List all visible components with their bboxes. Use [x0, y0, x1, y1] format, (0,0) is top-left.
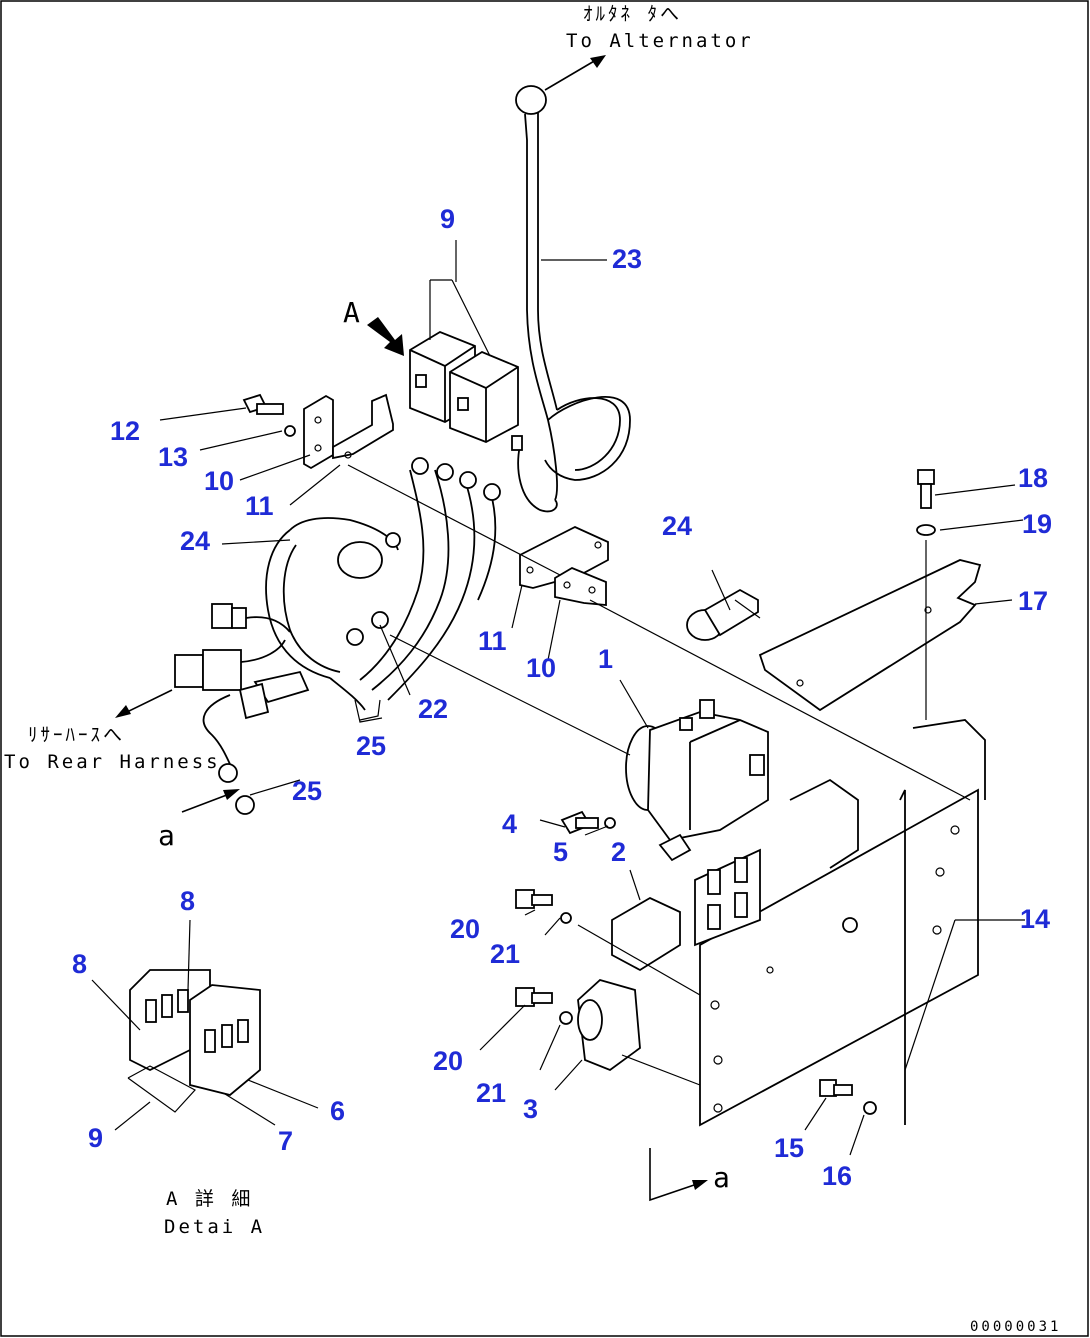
bolt-15-16: [819, 1079, 877, 1115]
battery-relay: [625, 699, 769, 862]
view-label-a-lower-right: a: [713, 1161, 730, 1194]
leader-lines: [91, 240, 1025, 1156]
callout-9-detail: 9: [88, 1123, 103, 1153]
callout-15: 15: [774, 1133, 804, 1163]
arrow-view-a-lower-right: [649, 1148, 708, 1202]
callout-19: 19: [1022, 509, 1052, 539]
bolt-20-21-upper: [515, 889, 572, 924]
view-label-a-lower-left: a: [158, 819, 175, 852]
cover-plate: [758, 559, 982, 712]
component-3: [577, 978, 641, 1072]
callout-24-left: 24: [180, 526, 210, 556]
bolt-4-5: [560, 810, 616, 835]
callout-25-lower: 25: [292, 776, 322, 806]
relay-block: [409, 279, 519, 443]
caption-detail-en: Detai A: [164, 1216, 265, 1238]
callout-7: 7: [278, 1126, 293, 1156]
alternator-cable: [511, 85, 631, 513]
callout-10-upper: 10: [204, 466, 234, 496]
detail-a-relays: [127, 969, 261, 1113]
callout-18: 18: [1018, 463, 1048, 493]
callout-10-lower: 10: [526, 653, 556, 683]
callout-6: 6: [330, 1096, 345, 1126]
arrow-view-a: [367, 317, 404, 356]
callout-21-upper: 21: [490, 939, 520, 969]
callout-4: 4: [502, 809, 517, 839]
callout-3: 3: [523, 1094, 538, 1124]
arrow-view-a-lower-left: [181, 789, 240, 813]
callout-8-left: 8: [72, 949, 87, 979]
callout-14: 14: [1020, 904, 1050, 934]
callout-1: 1: [598, 644, 613, 674]
callout-17: 17: [1018, 586, 1048, 616]
bolt-washer-top: [916, 469, 936, 720]
callout-12: 12: [110, 416, 140, 446]
callout-20-upper: 20: [450, 914, 480, 944]
callout-25-upper: 25: [356, 731, 386, 761]
callout-13: 13: [158, 442, 188, 472]
callout-22: 22: [418, 694, 448, 724]
caption-rear-harness-en: To Rear Harness: [4, 751, 221, 773]
arrow-to-alternator: [544, 55, 606, 91]
view-label-a: A: [343, 296, 360, 329]
callout-9-top: 9: [440, 204, 455, 234]
terminal-boot: [686, 588, 759, 641]
callout-16: 16: [822, 1161, 852, 1191]
bracket-upper: [242, 393, 394, 470]
callout-11-lower: 11: [478, 626, 507, 656]
caption-rear-harness-jp: ﾘｻｰﾊｰｽへ: [28, 724, 125, 746]
component-2: [611, 896, 681, 972]
bracket-lower: [519, 526, 609, 606]
callout-11-upper: 11: [245, 491, 274, 521]
caption-alternator-jp: ｵﾙﾀﾈ ﾀへ: [583, 3, 682, 25]
callout-20-lower: 20: [433, 1046, 463, 1076]
callout-2: 2: [611, 837, 626, 867]
drawing-code: 00000031: [970, 1319, 1061, 1335]
callout-24-right: 24: [662, 511, 692, 541]
callout-8-upper: 8: [180, 886, 195, 916]
callout-23: 23: [612, 244, 642, 274]
arrow-to-rear-harness: [115, 689, 173, 718]
mounting-plate: [694, 719, 986, 1127]
caption-detail-jp: A 詳 細: [166, 1188, 253, 1210]
bolt-20-21-lower: [515, 987, 573, 1025]
callout-5: 5: [553, 837, 568, 867]
caption-alternator-en: To Alternator: [566, 30, 754, 52]
callout-21-lower: 21: [476, 1078, 506, 1108]
wiring-harness: [174, 457, 501, 815]
